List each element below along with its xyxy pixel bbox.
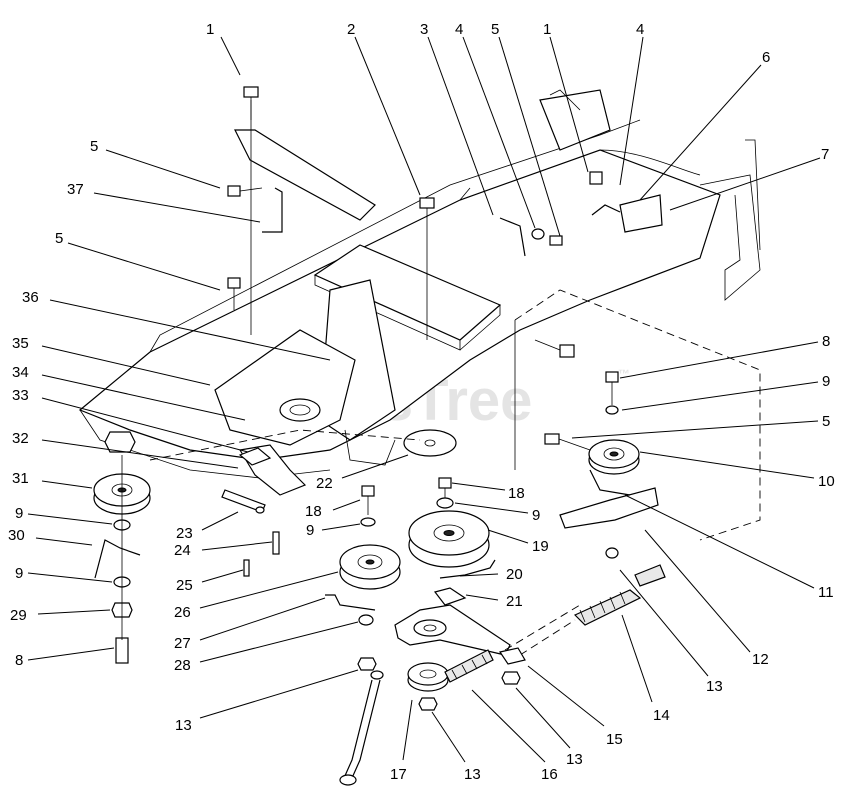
callout-31: 31 (12, 470, 29, 487)
callout-15: 15 (606, 731, 623, 748)
spring-clip-20 (439, 559, 496, 579)
callout-21: 21 (506, 593, 523, 610)
callout-37: 37 (67, 181, 84, 198)
callout-19: 19 (532, 538, 549, 555)
callout-9-left-top: 9 (15, 505, 23, 522)
belt-path (149, 429, 581, 651)
rear-housing (514, 289, 761, 541)
nut-13-right (501, 671, 521, 685)
bolt-18-left (361, 485, 375, 515)
bracket-27 (325, 594, 376, 611)
bracket-30 (94, 539, 141, 579)
callout-13-right: 13 (706, 678, 723, 695)
callout-1-right: 1 (543, 21, 551, 38)
callout-18-left: 18 (305, 503, 322, 520)
bolt-5-upper (227, 185, 263, 197)
bolt-8-right (605, 371, 619, 415)
idler-arm-21 (394, 587, 511, 656)
bolt-8-left (115, 455, 129, 664)
bolt-5-right (534, 339, 575, 358)
callout-18-right: 18 (508, 485, 525, 502)
idler-pulley-10 (588, 439, 640, 475)
right-frame-rail (539, 89, 761, 301)
callout-25: 25 (176, 577, 193, 594)
callout-11: 11 (818, 584, 834, 601)
callout-20: 20 (506, 566, 523, 583)
callout-34: 34 (12, 364, 29, 381)
pulley-19 (408, 510, 490, 568)
pulley-17 (407, 662, 449, 692)
rod-lower (339, 670, 384, 786)
callout-13-lower-right: 13 (566, 751, 583, 768)
rod-3 (499, 217, 563, 257)
disc-22 (403, 429, 457, 457)
callout-9-left-bot: 9 (15, 565, 23, 582)
callout-1: 1 (206, 21, 214, 38)
nut-left-top (104, 431, 136, 453)
callout-12: 12 (752, 651, 769, 668)
bolt-24 (272, 531, 280, 555)
callout-13-lower-left: 13 (175, 717, 192, 734)
upper-left-bracket (234, 86, 376, 335)
crossmember (313, 244, 502, 351)
pulley-26 (339, 544, 401, 590)
idler-arm-11 (559, 469, 659, 559)
callout-5-left-mid: 5 (55, 230, 63, 247)
callouts: 1 2 3 4 5 1 4 6 7 5 37 5 36 (8, 21, 835, 783)
callout-16: 16 (541, 766, 558, 783)
washer-9-center-left (360, 517, 376, 527)
callout-5-right: 5 (822, 413, 830, 430)
arm-23 (221, 489, 266, 514)
callout-29: 29 (10, 607, 27, 624)
bracket-6 (589, 171, 663, 233)
callout-9-center-left: 9 (306, 522, 314, 539)
callout-35: 35 (12, 335, 29, 352)
bolt-5-idler (544, 433, 591, 451)
callout-32: 32 (12, 430, 29, 447)
spring-14 (519, 564, 666, 656)
callout-13-bottom: 13 (464, 766, 481, 783)
callout-28: 28 (174, 657, 191, 674)
callout-7: 7 (821, 146, 829, 163)
callout-6: 6 (762, 49, 770, 66)
callout-27: 27 (174, 635, 191, 652)
pin-25 (243, 559, 250, 577)
rod-37 (262, 187, 283, 233)
callout-10: 10 (818, 473, 835, 490)
bolt-2 (419, 197, 435, 340)
spring-16 (444, 649, 494, 683)
callout-4-right: 4 (636, 21, 644, 38)
nut-13-bottom (418, 697, 438, 711)
callout-8-right: 8 (822, 333, 830, 350)
callout-14: 14 (653, 707, 670, 724)
bracket-15 (499, 647, 526, 665)
nut-13-center-left (357, 657, 377, 671)
callout-17: 17 (390, 766, 407, 783)
callout-23: 23 (176, 525, 193, 542)
callout-26: 26 (174, 604, 191, 621)
washer-28 (358, 614, 374, 626)
callout-33: 33 (12, 387, 29, 404)
left-bracket (214, 329, 356, 446)
callout-9-center-right: 9 (532, 507, 540, 524)
callout-24: 24 (174, 542, 191, 559)
callout-2: 2 (347, 21, 355, 38)
callout-30: 30 (8, 527, 25, 544)
callout-22: 22 (316, 475, 333, 492)
callout-5-left-top: 5 (90, 138, 98, 155)
callout-8-left: 8 (15, 652, 23, 669)
callout-4: 4 (455, 21, 463, 38)
callout-9-right: 9 (822, 373, 830, 390)
callout-36: 36 (22, 289, 39, 306)
bolt-5-mid (227, 277, 241, 310)
callout-5: 5 (491, 21, 499, 38)
watermark-trademark: ™ (618, 367, 630, 381)
callout-3: 3 (420, 21, 428, 38)
washer-9-center-right (436, 497, 454, 509)
